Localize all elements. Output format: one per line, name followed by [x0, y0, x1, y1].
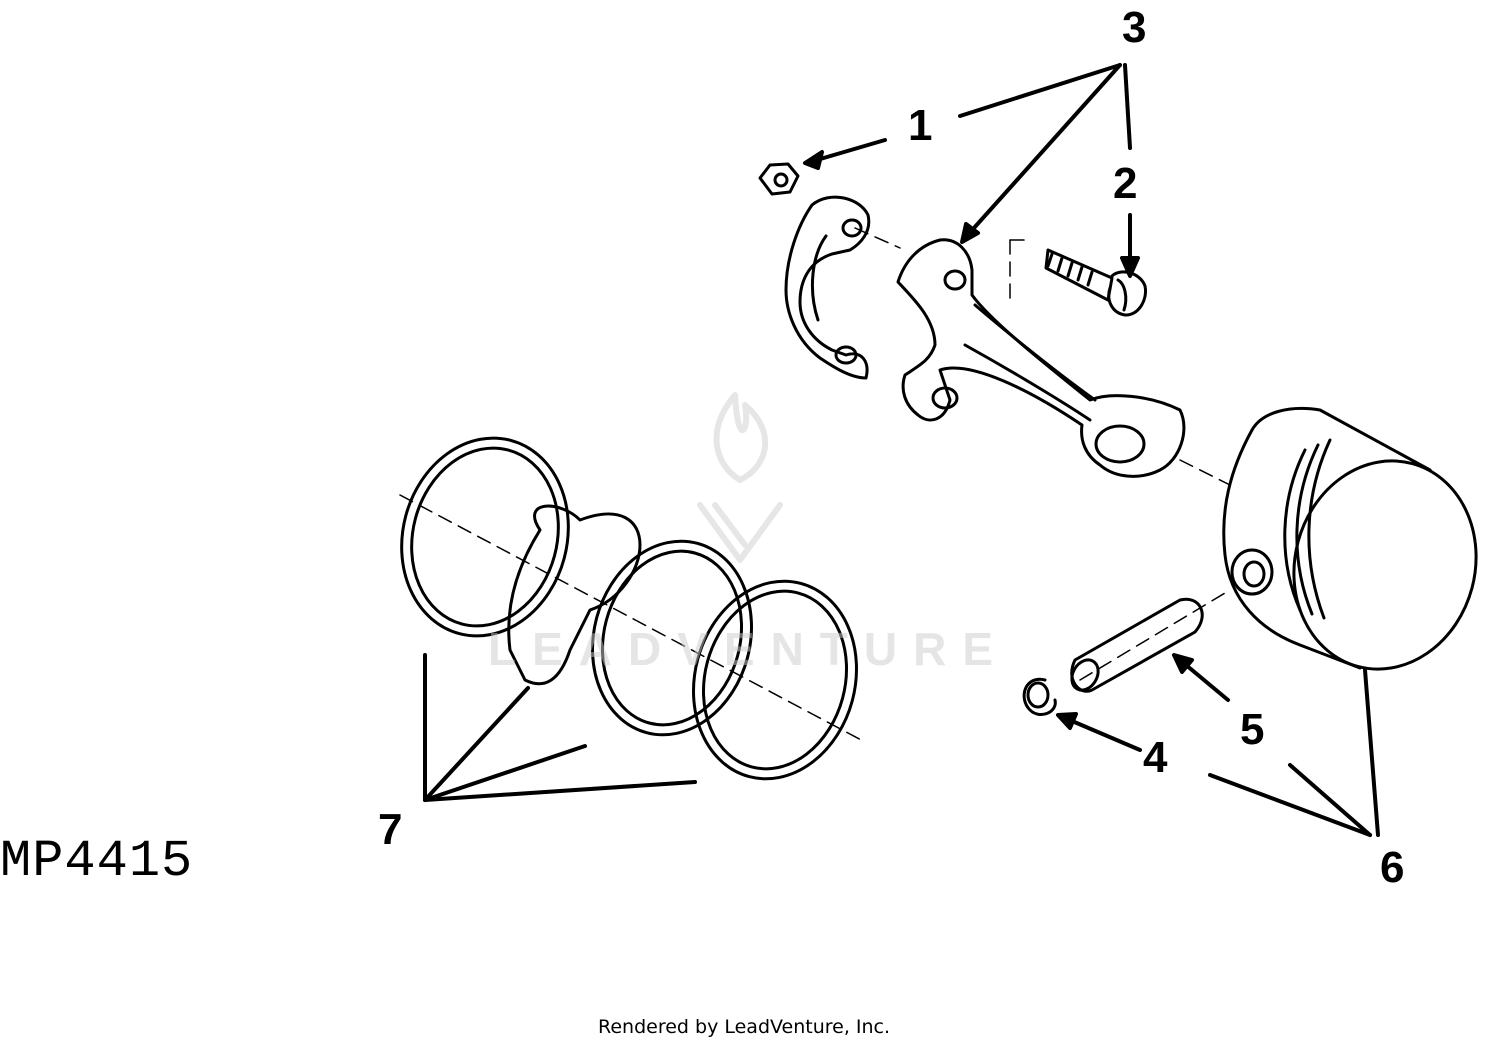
part-rod-cap [784, 195, 871, 380]
watermark-text: LEADVENTURE [488, 623, 1010, 675]
leader-7b [423, 686, 530, 802]
arrowhead-5 [1172, 653, 1194, 674]
leader-3b [963, 63, 1122, 240]
arrowhead-1 [803, 150, 824, 170]
leader-4 [1063, 716, 1142, 752]
callout-5: 5 [1240, 705, 1265, 754]
part-retaining-clip [1022, 677, 1057, 716]
leader-7c [423, 744, 587, 802]
part-piston-rings [400, 436, 858, 781]
leader-6c [1363, 668, 1380, 837]
arrowhead-4 [1056, 712, 1078, 730]
callout-1: 1 [908, 101, 933, 150]
part-connecting-rod [896, 238, 1186, 478]
leader-6b [1288, 763, 1372, 837]
arrowhead-2 [1120, 256, 1140, 278]
leader-3c [1123, 63, 1132, 150]
callout-7: 7 [378, 805, 403, 854]
leader-lines [423, 63, 1380, 837]
part-nut [758, 162, 800, 196]
leader-3a [958, 63, 1122, 118]
callout-4: 4 [1143, 733, 1168, 782]
callout-2: 2 [1113, 159, 1138, 208]
leader-6a [1208, 773, 1372, 837]
arrowhead-3 [960, 222, 980, 244]
render-credit: Rendered by LeadVenture, Inc. [598, 1016, 891, 1038]
part-piston [1222, 406, 1478, 671]
figure-code: MP4415 [0, 832, 194, 891]
watermark-logo [697, 392, 783, 563]
callout-3: 3 [1122, 3, 1147, 52]
callout-6: 6 [1380, 843, 1405, 892]
centerlines [399, 227, 1231, 743]
part-piston-pin [1070, 597, 1204, 693]
leader-7d [423, 780, 697, 802]
leader-1 [808, 138, 887, 164]
